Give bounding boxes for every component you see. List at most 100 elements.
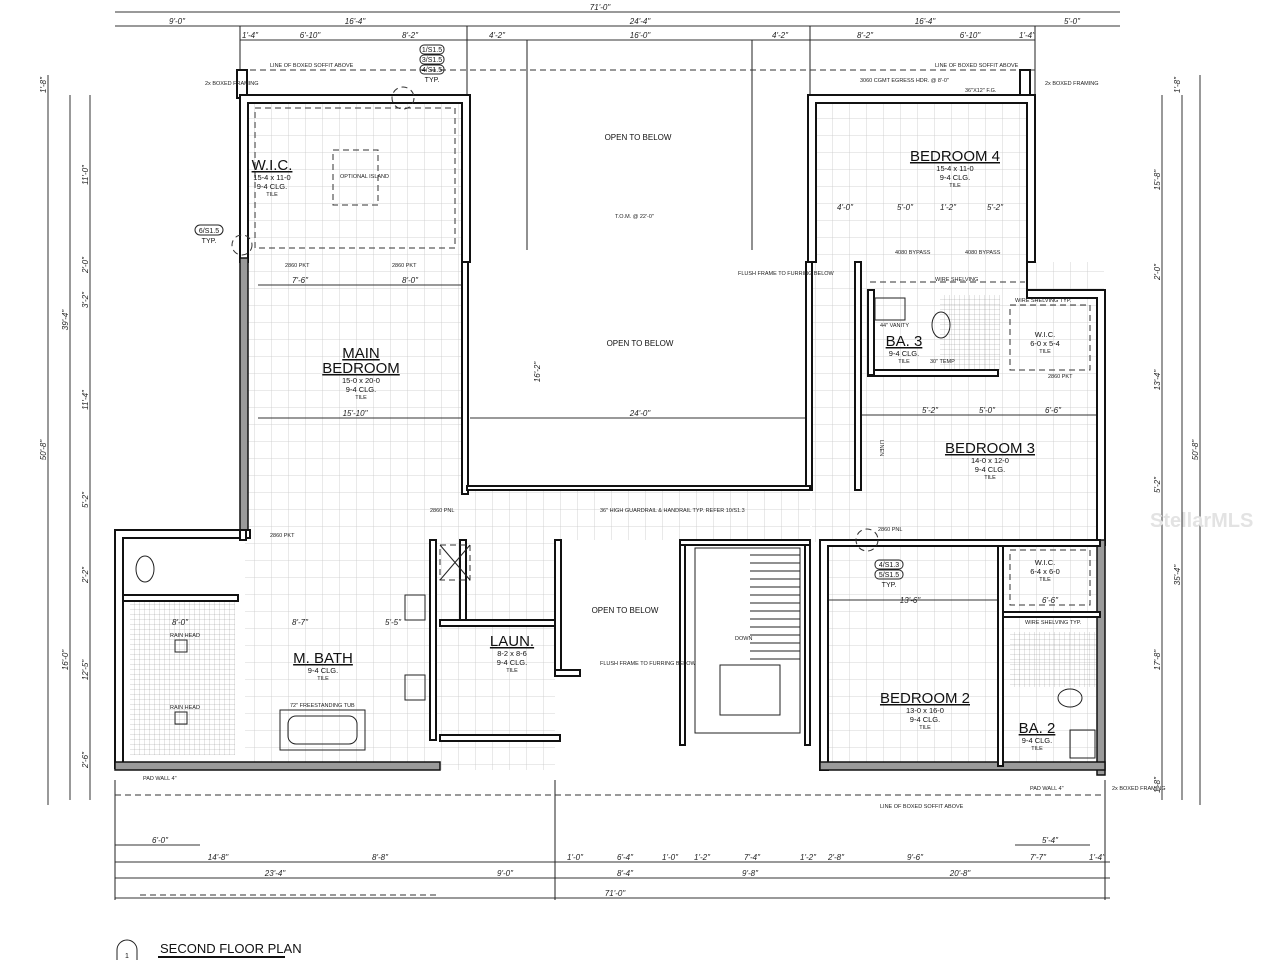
room-laundry: LAUN. 8-2 x 8-6 9-4 CLG. TILE: [490, 633, 534, 674]
optional-island: [332, 149, 379, 206]
svg-text:BEDROOM 3: BEDROOM 3: [945, 440, 1035, 457]
svg-text:13'-6": 13'-6": [900, 596, 922, 605]
svg-text:4080 BYPASS: 4080 BYPASS: [965, 250, 1001, 256]
room-wic-bedroom-3: W.I.C. 6-0 x 5-4 TILE: [1030, 330, 1060, 355]
svg-text:5'-2": 5'-2": [1153, 476, 1162, 493]
svg-text:24'-0": 24'-0": [629, 409, 652, 418]
svg-text:OPEN TO BELOW: OPEN TO BELOW: [607, 339, 674, 348]
dim-text: 20'-8": [949, 869, 972, 878]
svg-text:5'-2": 5'-2": [922, 406, 939, 415]
dim-text: 1'-2": [800, 853, 817, 862]
svg-text:BA. 3: BA. 3: [886, 333, 923, 350]
dim-text: 23'-4": [264, 869, 287, 878]
svg-text:15-0 x 20-0: 15-0 x 20-0: [342, 376, 380, 385]
svg-text:8-2 x 8-6: 8-2 x 8-6: [497, 649, 527, 658]
svg-text:W.I.C.: W.I.C.: [252, 157, 293, 174]
room-bedroom-4: BEDROOM 4 15-4 x 11-0 9-4 CLG. TILE: [910, 148, 1000, 189]
svg-text:WIRE SHELVING: WIRE SHELVING: [935, 277, 978, 283]
svg-text:13'-4": 13'-4": [1153, 369, 1162, 391]
svg-text:1/S1.5: 1/S1.5: [422, 47, 442, 54]
svg-text:6'-6": 6'-6": [1042, 596, 1059, 605]
svg-text:15-4 x 11-0: 15-4 x 11-0: [253, 173, 290, 182]
svg-text:2860 PNL: 2860 PNL: [878, 527, 902, 533]
svg-text:RAIN HEAD: RAIN HEAD: [170, 633, 200, 639]
toilet-ba2: [1057, 688, 1083, 708]
svg-text:15'-8": 15'-8": [1153, 169, 1162, 191]
svg-text:50'-8": 50'-8": [1191, 439, 1200, 461]
svg-text:2860 PKT: 2860 PKT: [1048, 374, 1073, 380]
watermark: StellarMLS: [1150, 510, 1253, 532]
svg-text:TILE: TILE: [919, 725, 931, 731]
dim-text: 4'-2": [772, 31, 789, 40]
svg-text:T.O.M. @ 22'-0": T.O.M. @ 22'-0": [615, 214, 654, 220]
svg-text:11'-0": 11'-0": [81, 164, 90, 185]
svg-text:5'-5": 5'-5": [385, 618, 402, 627]
svg-text:W.I.C.: W.I.C.: [1035, 330, 1055, 339]
svg-text:TILE: TILE: [1039, 349, 1051, 355]
dim-text: 6'-0": [152, 836, 169, 845]
svg-text:16'-2": 16'-2": [533, 361, 542, 383]
svg-text:3060 CGMT EGRESS HDR. @ 8'-0": 3060 CGMT EGRESS HDR. @ 8'-0": [860, 78, 949, 84]
top-dimension-labels: 71'-0" 9'-0" 16'-4" 24'-4" 16'-4" 5'-0" …: [169, 3, 1081, 40]
svg-text:9-4 CLG.: 9-4 CLG.: [257, 182, 287, 191]
notes: LINE OF BOXED SOFFIT ABOVE LINE OF BOXED…: [143, 63, 1165, 810]
staircase: [694, 547, 801, 734]
svg-text:BEDROOM 2: BEDROOM 2: [880, 690, 970, 707]
toilet-ba-main: [135, 555, 155, 583]
svg-text:9-4 CLG.: 9-4 CLG.: [975, 465, 1005, 474]
dim-text: 2'-8": [827, 853, 845, 862]
svg-text:16'-0": 16'-0": [61, 649, 70, 671]
svg-text:TILE: TILE: [984, 475, 996, 481]
svg-text:5'-0": 5'-0": [979, 406, 996, 415]
dim-text: 9'-6": [907, 853, 924, 862]
svg-text:PAD WALL 4": PAD WALL 4": [1030, 786, 1064, 792]
svg-text:2'-6": 2'-6": [81, 751, 90, 769]
svg-text:9-4 CLG.: 9-4 CLG.: [346, 385, 376, 394]
svg-text:PAD WALL 4": PAD WALL 4": [143, 776, 177, 782]
svg-text:9-4 CLG.: 9-4 CLG.: [940, 173, 970, 182]
room-main-bedroom: MAIN BEDROOM 15-0 x 20-0 9-4 CLG. TILE: [322, 345, 400, 401]
svg-text:2860 PKT: 2860 PKT: [392, 263, 417, 269]
svg-text:9-4 CLG.: 9-4 CLG.: [889, 349, 919, 358]
svg-text:TILE: TILE: [506, 668, 518, 674]
svg-text:17'-8": 17'-8": [1153, 649, 1162, 671]
view-number: 1: [125, 953, 129, 960]
svg-text:2'-0": 2'-0": [1153, 263, 1162, 281]
svg-text:7'-6": 7'-6": [292, 276, 309, 285]
svg-text:TILE: TILE: [266, 192, 278, 198]
dim-text: 24'-4": [629, 17, 652, 26]
svg-text:TYP.: TYP.: [882, 582, 897, 589]
room-m-bath: M. BATH 9-4 CLG. TILE: [293, 650, 353, 682]
svg-text:TYP.: TYP.: [425, 77, 440, 84]
svg-text:2x BOXED FRAMING: 2x BOXED FRAMING: [1045, 81, 1098, 87]
open-to-below-labels: OPEN TO BELOW OPEN TO BELOW OPEN TO BELO…: [592, 133, 674, 615]
tile-floor: [130, 100, 1105, 770]
detail-tags: 1/S1.5 3/S1.5 4/S1.5 TYP. 6/S1.5 TYP. 4/…: [194, 44, 904, 589]
svg-text:OPEN TO BELOW: OPEN TO BELOW: [605, 133, 672, 142]
svg-text:2860 PKT: 2860 PKT: [270, 533, 295, 539]
svg-text:TILE: TILE: [1039, 577, 1051, 583]
svg-text:OPTIONAL ISLAND: OPTIONAL ISLAND: [340, 174, 389, 180]
dim-text: 7'-4": [744, 853, 761, 862]
svg-text:12'-5": 12'-5": [81, 659, 90, 681]
svg-text:9-4 CLG.: 9-4 CLG.: [497, 658, 527, 667]
dim-text: 9'-8": [742, 869, 759, 878]
dim-text: 1'-2": [694, 853, 711, 862]
svg-text:WIRE SHELVING TYP.: WIRE SHELVING TYP.: [1015, 298, 1072, 304]
svg-text:1'-8": 1'-8": [1153, 776, 1162, 793]
room-bedroom-2: BEDROOM 2 13-0 x 16-0 9-4 CLG. TILE: [880, 690, 970, 731]
dim-text: 1'-0": [567, 853, 584, 862]
svg-text:4/S1.5: 4/S1.5: [422, 67, 442, 74]
svg-text:30" TEMP: 30" TEMP: [930, 359, 955, 365]
svg-text:LINE OF BOXED SOFFIT ABOVE: LINE OF BOXED SOFFIT ABOVE: [935, 63, 1019, 69]
room-ba-3: BA. 3 9-4 CLG. TILE: [886, 333, 923, 365]
dim-text: 8'-2": [857, 31, 874, 40]
svg-text:FLUSH FRAME TO FURRING BELOW: FLUSH FRAME TO FURRING BELOW: [738, 271, 835, 277]
bottom-dimension-labels: 6'-0" 5'-4" 14'-8" 8'-8" 1'-0" 6'-4" 1'-…: [152, 836, 1106, 898]
svg-text:3'-2": 3'-2": [81, 291, 90, 308]
svg-text:LAUN.: LAUN.: [490, 633, 534, 650]
svg-text:TILE: TILE: [949, 183, 961, 189]
svg-text:5'-0": 5'-0": [897, 203, 914, 212]
room-wic-main: W.I.C. 15-4 x 11-0 9-4 CLG. TILE: [252, 157, 293, 198]
